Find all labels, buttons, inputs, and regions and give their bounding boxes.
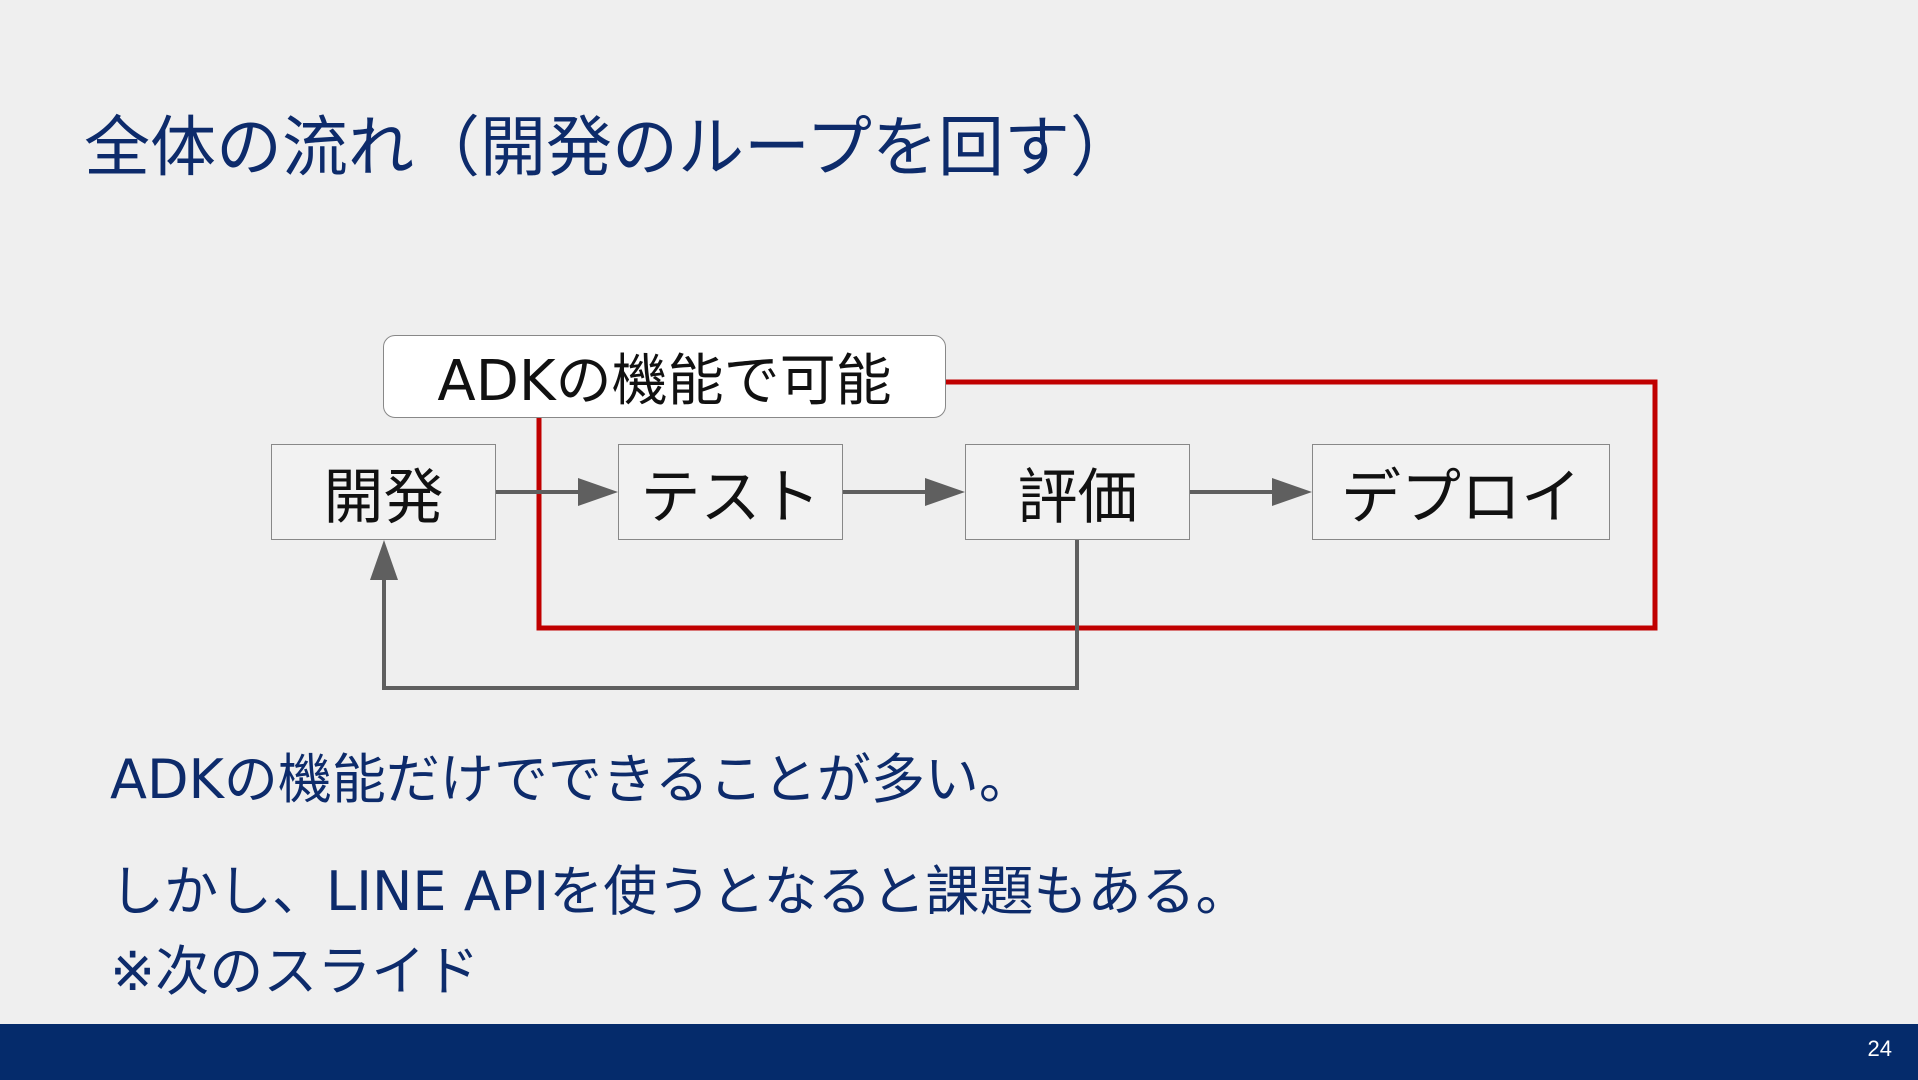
arrowhead-dev (370, 540, 398, 580)
arrowhead-test (578, 478, 618, 506)
feedback-loop-line (382, 540, 1079, 690)
step-develop: 開発 (271, 444, 496, 540)
body-line-2: しかし、LINE APIを使うとなると課題もある。 (110, 860, 1250, 923)
step-evaluate: 評価 (965, 444, 1190, 540)
footer-bar: 24 (0, 1024, 1918, 1080)
arrowhead-deploy (1272, 478, 1312, 506)
adk-callout: ADKの機能で可能 (383, 335, 946, 418)
body-line-1: ADKの機能だけでできることが多い。 (110, 748, 1033, 811)
page-number: 24 (1867, 1036, 1892, 1061)
arrowhead-eval (925, 478, 965, 506)
adk-scope-outline (536, 379, 1658, 631)
step-deploy: デプロイ (1312, 444, 1610, 540)
step-test: テスト (618, 444, 843, 540)
slide-title: 全体の流れ（開発のループを回す） (84, 109, 1137, 186)
body-line-3: ※次のスライド (110, 940, 480, 1003)
